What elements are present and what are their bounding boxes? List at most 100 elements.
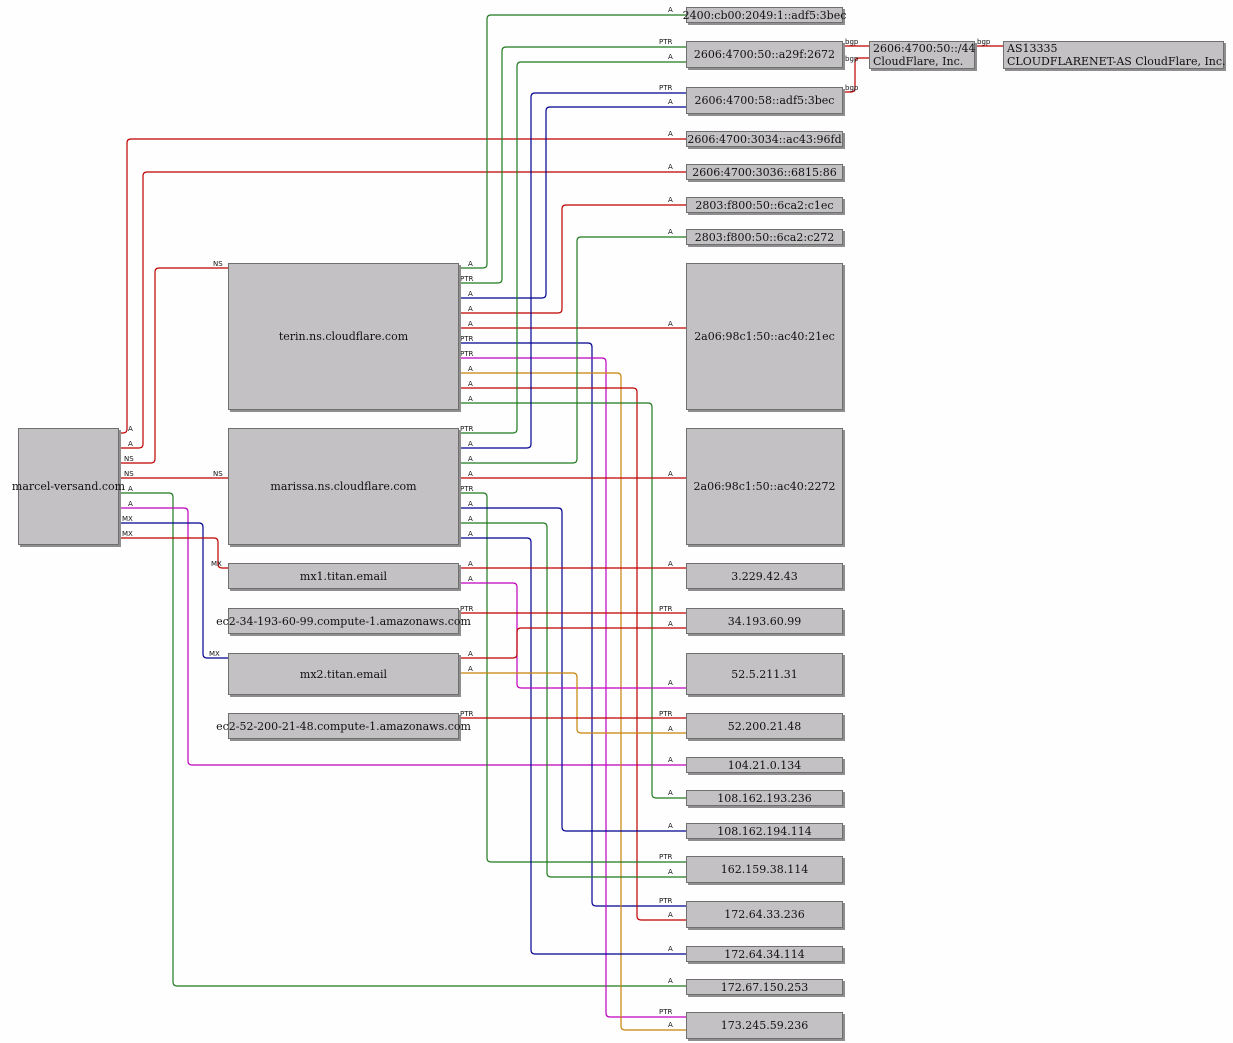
label-a: A: [668, 620, 673, 628]
node-ec2-b[interactable]: ec2-52-200-21-48.compute-1.amazonaws.com: [216, 713, 471, 739]
label-a: A: [668, 560, 673, 568]
node-marissa-ns[interactable]: marissa.ns.cloudflare.com: [228, 428, 459, 545]
edge-marissa-a-ip4-7: [459, 507, 686, 832]
node-ip4-5[interactable]: 104.21.0.134: [686, 757, 843, 773]
label-a: A: [468, 260, 473, 268]
edge-marcel-a-ip4-11: [119, 492, 686, 987]
label-ptr: PTR: [460, 350, 473, 358]
node-ip6-7[interactable]: 2803:f800:50::6ca2:c272: [686, 229, 843, 245]
label-a: A: [468, 575, 473, 583]
label-a: A: [668, 789, 673, 797]
label-ptr: PTR: [460, 335, 473, 343]
label-a: A: [128, 425, 133, 433]
node-ip4-3[interactable]: 52.5.211.31: [686, 653, 843, 695]
edge-terin-a-ip6-6: [459, 204, 686, 314]
node-ip4-8[interactable]: 162.159.38.114: [686, 856, 843, 883]
node-ip4-1[interactable]: 3.229.42.43: [686, 563, 843, 589]
label-bgp: bgp: [845, 55, 859, 63]
node-marcel-versand[interactable]: marcel-versand.com: [12, 428, 125, 545]
label-ptr: PTR: [659, 710, 672, 718]
label-a: A: [128, 440, 133, 448]
edge-marissa-ptr-ip4-8: [459, 492, 686, 863]
label-a: A: [468, 650, 473, 658]
node-ip6-9[interactable]: 2a06:98c1:50::ac40:2272: [686, 428, 843, 545]
label-a: A: [668, 53, 673, 61]
edge-mx2-a-ip4-4: [459, 672, 686, 734]
edge-marissa-a-ip6-7: [459, 236, 686, 464]
label-ns: NS: [213, 470, 223, 478]
node-ip4-7[interactable]: 108.162.194.114: [686, 823, 843, 839]
node-ip6-1[interactable]: 2400:cb00:2049:1::adf5:3bec: [682, 7, 847, 23]
node-ip4-12[interactable]: 173.245.59.236: [686, 1012, 843, 1039]
node-net-2606-4700-50[interactable]: 2606:4700:50::/44 CloudFlare, Inc.: [869, 41, 976, 69]
net-range-label: 2606:4700:50::/44: [873, 42, 976, 55]
edge-marissa-a-ip6-3: [459, 92, 686, 449]
edge-marcel-mx-mx1: [119, 537, 228, 569]
edge-terin-a-ip6-1: [459, 14, 686, 269]
node-ip4-2[interactable]: 34.193.60.99: [686, 608, 843, 634]
label-ptr: PTR: [659, 84, 672, 92]
node-ip6-2[interactable]: 2606:4700:50::a29f:2672: [686, 41, 843, 68]
edge-marcel-a-ip6-4: [119, 138, 686, 434]
edge-terin-a-ip4-12: [459, 372, 686, 1031]
node-ip4-11[interactable]: 172.67.150.253: [686, 979, 843, 995]
label-ptr: PTR: [460, 425, 473, 433]
node-ip6-4[interactable]: 2606:4700:3034::ac43:96fd: [686, 131, 843, 147]
label-a: A: [668, 679, 673, 687]
edge-mx2-a-ip4-2: [459, 627, 686, 659]
label-a: A: [668, 196, 673, 204]
node-as13335[interactable]: AS13335 CLOUDFLARENET-AS CloudFlare, Inc…: [1003, 41, 1226, 69]
label-ptr: PTR: [659, 853, 672, 861]
node-ip6-5[interactable]: 2606:4700:3036::6815:86: [686, 164, 843, 180]
label-ptr: PTR: [659, 1008, 672, 1016]
label-a: A: [668, 1021, 673, 1029]
node-mx1[interactable]: mx1.titan.email: [228, 563, 459, 589]
edge-marcel-a-ip6-5: [119, 171, 686, 449]
label-ptr: PTR: [659, 897, 672, 905]
edge-marissa-a-ip4-10: [459, 537, 686, 955]
label-a: A: [468, 305, 473, 313]
as-number-label: AS13335: [1007, 42, 1058, 55]
label-ptr: PTR: [659, 38, 672, 46]
label-a: A: [668, 977, 673, 985]
edge-marissa-ptr-ip6-2b: [459, 61, 686, 434]
label-bgp: bgp: [845, 84, 859, 92]
node-mx2[interactable]: mx2.titan.email: [228, 653, 459, 695]
label-a: A: [668, 6, 673, 14]
label-a: A: [468, 665, 473, 673]
label-a: A: [668, 868, 673, 876]
node-ec2-a[interactable]: ec2-34-193-60-99.compute-1.amazonaws.com: [216, 608, 471, 634]
label-a: A: [128, 485, 133, 493]
node-ip6-3[interactable]: 2606:4700:58::adf5:3bec: [686, 87, 843, 114]
label-mx: MX: [209, 650, 220, 658]
label-a: A: [468, 380, 473, 388]
label-ptr: PTR: [460, 275, 473, 283]
node-ip6-8[interactable]: 2a06:98c1:50::ac40:21ec: [686, 263, 843, 410]
label-a: A: [468, 320, 473, 328]
edge-terin-ptr-ip6-2: [459, 46, 686, 284]
node-ip4-4[interactable]: 52.200.21.48: [686, 713, 843, 739]
edge-marcel-mx-mx2: [119, 522, 228, 659]
label-mx: MX: [122, 515, 133, 523]
label-a: A: [668, 911, 673, 919]
as-name-label: CLOUDFLARENET-AS CloudFlare, Inc.: [1007, 55, 1226, 68]
label-a: A: [128, 500, 133, 508]
node-ip4-10[interactable]: 172.64.34.114: [686, 946, 843, 962]
node-ip4-9[interactable]: 172.64.33.236: [686, 901, 843, 928]
label-ptr: PTR: [659, 605, 672, 613]
label-a: A: [468, 500, 473, 508]
net-owner-label: CloudFlare, Inc.: [873, 55, 964, 68]
label-a: A: [468, 455, 473, 463]
edge-terin-a-ip6-3: [459, 106, 686, 299]
node-ip6-6[interactable]: 2803:f800:50::6ca2:c1ec: [686, 197, 843, 213]
node-terin-ns[interactable]: terin.ns.cloudflare.com: [228, 263, 459, 410]
label-bgp: bgp: [977, 38, 991, 46]
label-a: A: [468, 470, 473, 478]
label-ptr: PTR: [460, 710, 473, 718]
node-ip4-6[interactable]: 108.162.193.236: [686, 790, 843, 806]
label-a: A: [668, 822, 673, 830]
edge-terin-a-ip4-6: [459, 402, 686, 799]
label-a: A: [468, 290, 473, 298]
label-a: A: [668, 163, 673, 171]
edge-terin-ptr-ip4-9: [459, 342, 686, 907]
